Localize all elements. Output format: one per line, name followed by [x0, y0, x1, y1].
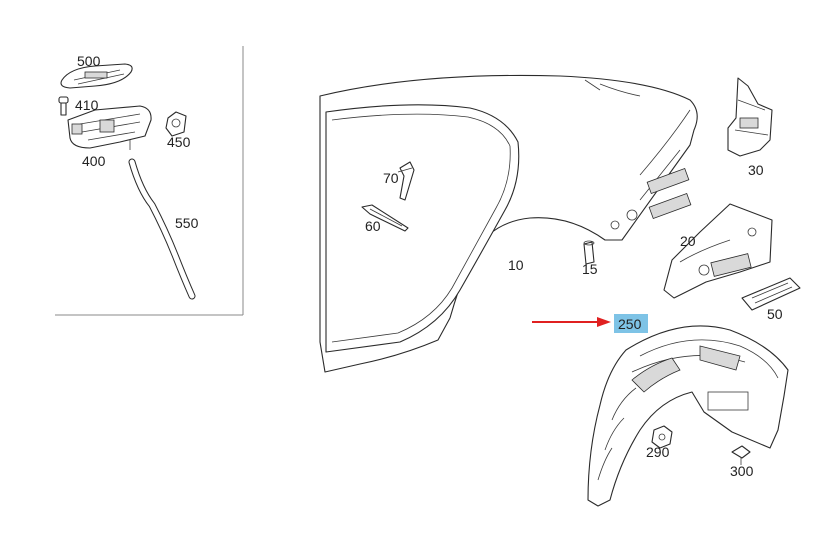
part-410-pin [58, 96, 69, 116]
label-70: 70 [383, 170, 399, 186]
label-450: 450 [167, 134, 191, 150]
label-410: 410 [75, 97, 99, 113]
part-290-nut [651, 425, 673, 449]
label-250: 250 [618, 316, 642, 332]
part-30-bracket [727, 77, 773, 157]
red-arrow-head [597, 317, 611, 327]
callout-250: 250 [532, 314, 648, 333]
part-400-flap-housing [67, 105, 152, 150]
part-450-actuator [165, 111, 187, 137]
part-70-clip [397, 161, 415, 201]
part-500-flap-cover [60, 63, 133, 89]
label-500: 500 [77, 53, 101, 69]
label-50: 50 [767, 306, 783, 322]
part-20-wheelhouse-inner [663, 203, 773, 299]
part-250-wheel-arch-liner [587, 325, 789, 507]
label-250-highlight [614, 314, 648, 333]
label-290: 290 [646, 444, 670, 460]
label-400: 400 [82, 153, 106, 169]
part-60-strip [361, 204, 409, 232]
part-15-bump-stop [583, 240, 595, 265]
label-300: 300 [730, 463, 754, 479]
label-15: 15 [582, 261, 598, 277]
inset-box: 500 410 400 450 550 [55, 46, 244, 316]
label-60: 60 [365, 218, 381, 234]
label-30: 30 [748, 162, 764, 178]
part-550-drain-hose [128, 158, 196, 300]
part-50-vent [741, 277, 801, 311]
part-10-side-panel [319, 74, 698, 373]
part-300-clip [731, 445, 751, 465]
label-10: 10 [508, 257, 524, 273]
label-550: 550 [175, 215, 199, 231]
label-20: 20 [680, 233, 696, 249]
